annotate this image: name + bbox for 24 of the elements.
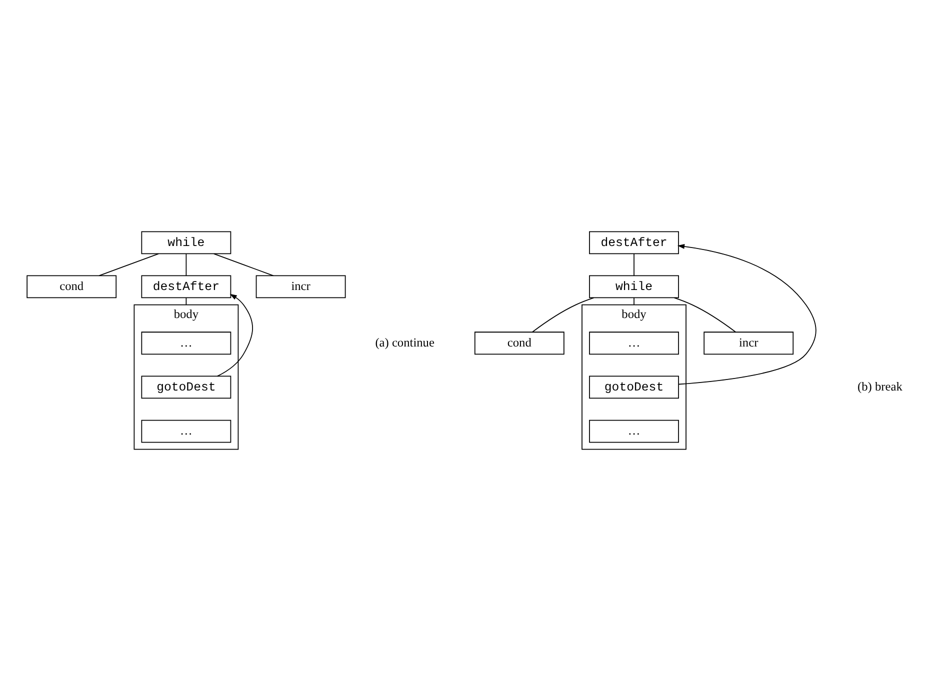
node-box: incr — [256, 275, 346, 298]
node-box: cond — [26, 275, 117, 298]
node-box: cond — [474, 332, 564, 355]
node-box: … — [141, 420, 232, 443]
label: (b) break — [858, 379, 902, 394]
node-box: … — [141, 332, 232, 355]
connector — [98, 253, 159, 276]
node-box: gotoDest — [589, 376, 679, 399]
connector — [532, 297, 594, 332]
connector — [186, 297, 187, 306]
connector — [186, 253, 187, 276]
arrow — [216, 294, 253, 377]
label: (a) continue — [375, 335, 434, 350]
connector — [674, 297, 736, 332]
node-box: … — [589, 332, 679, 355]
node-box: … — [589, 420, 679, 443]
node-box: incr — [704, 332, 794, 355]
node-box: destAfter — [589, 231, 679, 254]
arrow — [677, 244, 816, 385]
node-box: while — [141, 231, 232, 254]
node-box: while — [589, 275, 679, 298]
connector — [214, 253, 274, 276]
node-box: destAfter — [141, 275, 232, 298]
node-box: gotoDest — [141, 376, 232, 399]
